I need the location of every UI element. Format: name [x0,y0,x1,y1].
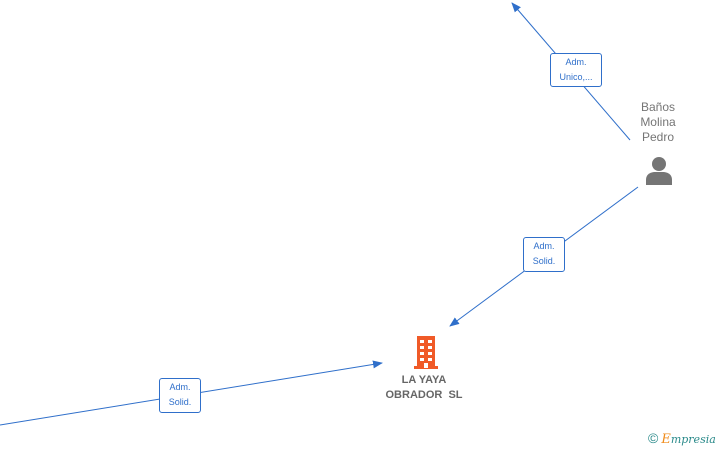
empresia-watermark: ©Empresia [648,430,716,447]
brand-rest: mpresia [670,433,716,446]
person-icon[interactable] [644,155,674,185]
person-node-name[interactable]: Baños Molina Pedro [628,100,688,145]
brand-initial: E [661,432,671,447]
brand-logo: Empresia [661,432,716,447]
company-name-line: LA YAYA [401,374,447,386]
edge-label-line: Unico,... [559,72,593,82]
person-name-line: Molina [640,115,676,129]
company-node-name[interactable]: LA YAYA OBRADOR SL [364,373,484,403]
edge-label-adm-solid-person: Adm. Solid. [523,237,565,272]
copyright-symbol: © [648,430,659,446]
person-name-line: Pedro [641,130,675,144]
edge-label-line: Solid. [532,256,556,266]
building-icon[interactable] [410,334,442,370]
edge-label-line: Solid. [168,397,192,407]
person-name-line: Baños [640,100,676,114]
edge-label-adm-unico: Adm. Unico,... [550,53,602,87]
company-name-line: OBRADOR SL [385,389,463,401]
edge-label-line: Adm. [169,382,191,392]
edge-label-line: Adm. [565,57,587,67]
edge-label-adm-solid-left: Adm. Solid. [159,378,201,413]
edge-label-line: Adm. [533,241,555,251]
